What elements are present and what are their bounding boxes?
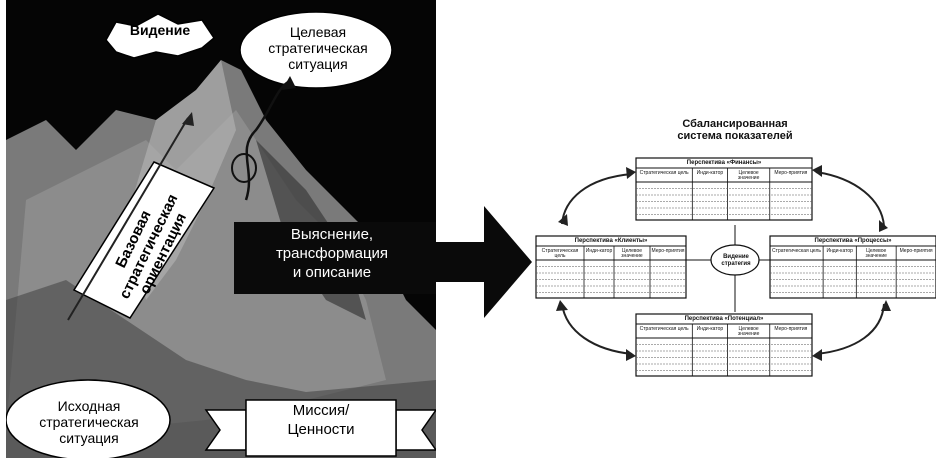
mission-label: Миссия/ Ценности	[287, 402, 355, 438]
column-header: Меро-приятия	[651, 248, 685, 254]
perspective-tables	[535, 157, 936, 377]
mission-ribbon-left-tail	[204, 409, 247, 451]
cycle-arrow-bottom-left-tail	[556, 300, 568, 311]
target-situation-label: Целевая стратегическая ситуация	[268, 24, 368, 73]
cycle-arrow-top-left-head	[558, 214, 568, 226]
column-header: Меро-приятия	[774, 326, 808, 332]
orientation-arrow-head	[182, 112, 194, 126]
perspective-table-potential	[635, 313, 813, 377]
cycle-arrow-top-right	[815, 171, 885, 227]
path-arrow-head	[282, 76, 296, 90]
bsc-title: Сбалансированная система показателей	[677, 118, 793, 142]
mission-ribbon	[245, 399, 397, 457]
cycle-arrow-top-left-tail	[626, 167, 636, 179]
perspective-title-processes: Перспектива «Процессы»	[814, 238, 892, 244]
mountain-illustration	[6, 11, 436, 458]
column-header: Целевое значение	[737, 170, 760, 181]
path-loop	[231, 153, 257, 183]
cycle-arrow-top-left	[561, 173, 633, 225]
base-orientation-banner	[72, 161, 216, 319]
perspective-title-potential: Перспектива «Потенциал»	[684, 316, 764, 322]
target-situation-ellipse	[239, 11, 393, 89]
column-header: Стратегическая цель	[639, 326, 689, 332]
clarification-label: Выяснение, трансформация и описание	[275, 226, 389, 281]
balanced-scorecard-diagram	[436, 157, 936, 377]
orientation-arrow-line	[67, 117, 189, 321]
perspective-table-finance	[635, 157, 813, 221]
cycle-arrow-bottom-right-head	[881, 300, 891, 311]
cycle-arrow-bottom-right	[815, 303, 885, 355]
column-header: Целевое значение	[737, 326, 760, 337]
cycle-arrow-bottom-left	[561, 303, 633, 355]
cycle-arrow-top-right-tail	[812, 165, 822, 177]
column-header: Меро-приятия	[774, 170, 808, 176]
perspective-table-processes	[769, 235, 936, 299]
column-header: Целевое значение	[865, 248, 887, 259]
column-header: Стратегическая цель	[639, 170, 689, 176]
column-header: Стратегическая цель	[772, 248, 822, 254]
perspective-title-clients: Перспектива «Клиенты»	[574, 238, 648, 244]
column-header: Стратегическая цель	[541, 248, 579, 259]
vision-label: Видение	[129, 22, 191, 38]
clarification-band	[234, 222, 436, 294]
strategy-mountain-panel: Видение Целевая стратегическая ситуация …	[6, 0, 436, 458]
climbing-path	[244, 80, 289, 201]
column-header: Целевое значение	[621, 248, 643, 259]
vision-strategy-label: Видение стратегия	[721, 254, 751, 267]
perspective-table-clients	[535, 235, 687, 299]
cycle-arrow-bottom-left-head	[626, 349, 636, 361]
column-header: Инди-катор	[826, 248, 853, 254]
cycle-arrow-bottom-right-tail	[812, 349, 822, 361]
initial-situation-label: Исходная стратегическая ситуация	[39, 398, 139, 447]
column-header: Инди-катор	[696, 170, 724, 176]
cycle-arrow-top-right-head	[879, 220, 888, 232]
initial-situation-ellipse	[6, 379, 171, 458]
column-header: Меро-приятия	[899, 248, 933, 254]
big-transition-arrow	[436, 206, 532, 318]
vision-burst	[105, 13, 215, 59]
column-header: Инди-катор	[585, 248, 613, 254]
perspective-title-finance: Перспектива «Финансы»	[686, 160, 762, 166]
column-header: Инди-катор	[696, 326, 724, 332]
